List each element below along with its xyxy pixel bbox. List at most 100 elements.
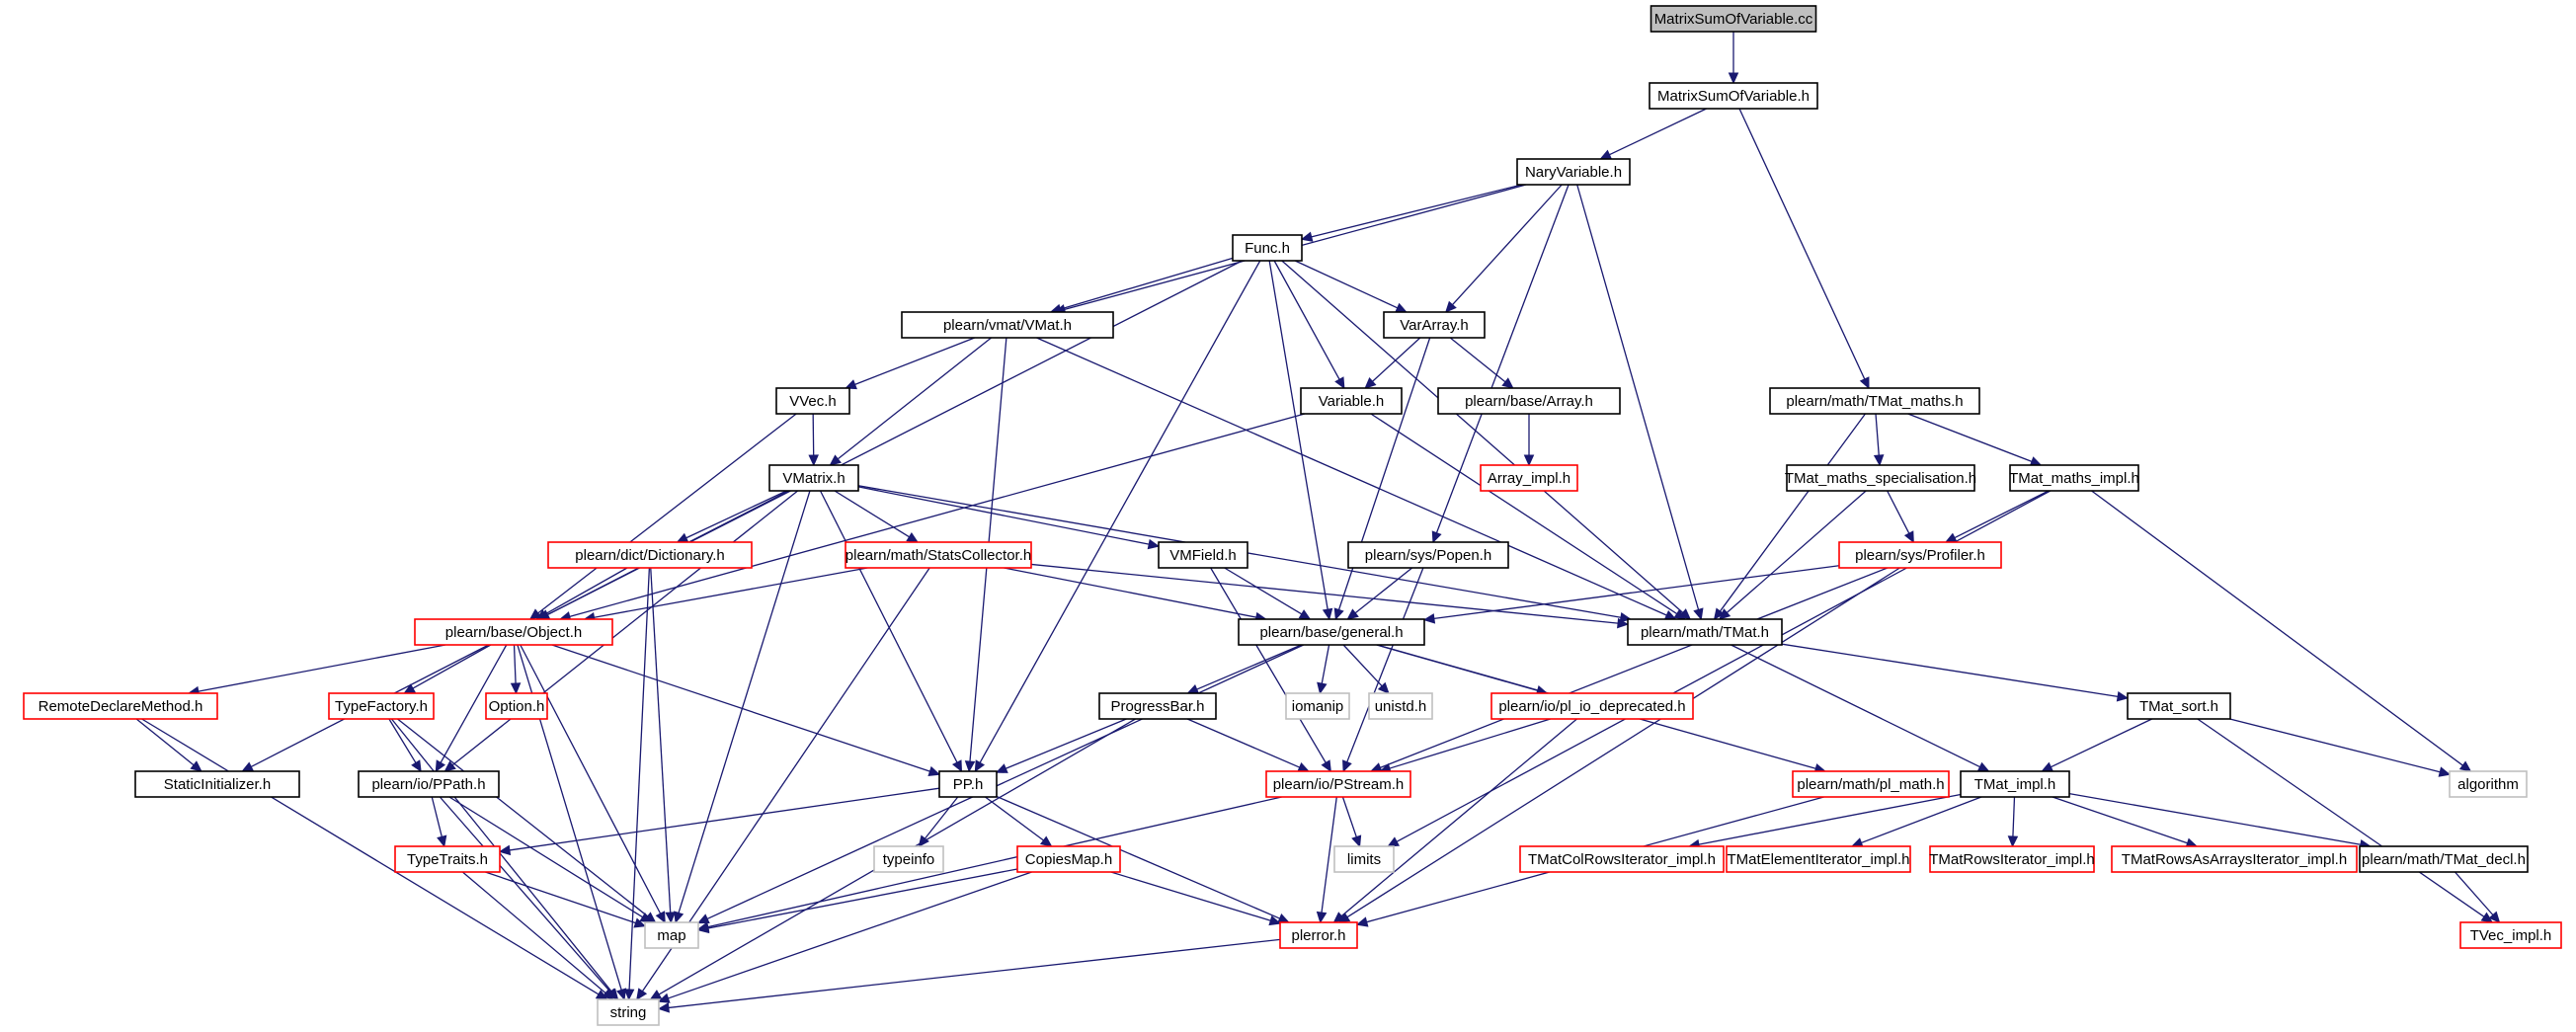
node-variable[interactable]: Variable.h [1300, 387, 1403, 415]
node-label: NaryVariable.h [1525, 164, 1622, 181]
arrowhead-icon [974, 759, 986, 773]
node-tmat_sort[interactable]: TMat_sort.h [2127, 692, 2231, 720]
node-staticinit[interactable]: StaticInitializer.h [134, 770, 300, 798]
node-option[interactable]: Option.h [485, 692, 548, 720]
arrowhead-icon [696, 913, 710, 924]
edge-line [1875, 413, 1880, 456]
node-vmatrix[interactable]: VMatrix.h [768, 464, 859, 492]
edge-tmat-to-tmat_impl [1731, 644, 1990, 772]
node-profiler[interactable]: plearn/sys/Profiler.h [1838, 541, 2002, 569]
node-pstream[interactable]: plearn/io/PStream.h [1265, 770, 1411, 798]
edge-line [837, 337, 992, 460]
edge-line [924, 796, 959, 839]
node-label: plearn/vmat/VMat.h [943, 317, 1072, 334]
edge-line [1449, 337, 1506, 383]
node-base_array[interactable]: plearn/base/Array.h [1437, 387, 1621, 415]
edge-line [854, 337, 975, 385]
edge-line [1609, 108, 1707, 156]
edge-nary-to-popen [1431, 184, 1570, 544]
edge-line [509, 787, 940, 851]
edge-tmat_maths_impl-to-profiler [1944, 490, 2050, 543]
node-tmatrows[interactable]: TMatRowsIterator_impl.h [1929, 845, 2095, 873]
edge-func-to-general [1268, 260, 1333, 621]
node-tmatcolrows[interactable]: TMatColRowsIterator_impl.h [1519, 845, 1725, 873]
node-copiesmap[interactable]: CopiesMap.h [1016, 845, 1121, 873]
node-general[interactable]: plearn/base/general.h [1238, 618, 1425, 646]
arrowhead-icon [1903, 530, 1914, 544]
node-typetraits[interactable]: TypeTraits.h [394, 845, 501, 873]
node-pl_math[interactable]: plearn/math/pl_math.h [1792, 770, 1950, 798]
node-tvec_impl[interactable]: TVec_impl.h [2459, 921, 2562, 949]
node-nary[interactable]: NaryVariable.h [1516, 158, 1631, 186]
node-vmat[interactable]: plearn/vmat/VMat.h [901, 311, 1114, 339]
node-limits[interactable]: limits [1333, 845, 1395, 873]
arrowhead-icon [1364, 376, 1377, 389]
edge-pp-to-typetraits [498, 787, 940, 856]
node-vararray[interactable]: VarArray.h [1383, 311, 1486, 339]
node-unistd[interactable]: unistd.h [1368, 692, 1433, 720]
node-box [768, 464, 859, 492]
node-tmat[interactable]: plearn/math/TMat.h [1627, 618, 1783, 646]
node-map[interactable]: map [644, 921, 699, 949]
edge-line [513, 644, 517, 684]
node-iomanip[interactable]: iomanip [1285, 692, 1350, 720]
arrowhead-icon [1346, 608, 1359, 620]
node-root[interactable]: MatrixSumOfVariable.cc [1650, 5, 1817, 33]
edge-line [2012, 796, 2016, 837]
node-ppath[interactable]: plearn/io/PPath.h [358, 770, 500, 798]
node-box [1929, 845, 2095, 873]
arrowhead-icon [1332, 912, 1345, 923]
node-box [1347, 541, 1509, 569]
node-func[interactable]: Func.h [1232, 234, 1303, 262]
node-pl_io_dep[interactable]: plearn/io/pl_io_deprecated.h [1490, 692, 1694, 720]
node-typefactory[interactable]: TypeFactory.h [328, 692, 435, 720]
edge-line [2197, 718, 2485, 917]
node-label: Variable.h [1319, 393, 1384, 410]
node-tmat_maths_spec[interactable]: TMat_maths_specialisation.h [1785, 464, 1976, 492]
edge-line [1861, 796, 1982, 844]
node-array_impl[interactable]: Array_impl.h [1480, 464, 1578, 492]
node-popen[interactable]: plearn/sys/Popen.h [1347, 541, 1509, 569]
node-dictionary[interactable]: plearn/dict/Dictionary.h [547, 541, 753, 569]
arrowhead-icon [696, 922, 710, 934]
edge-line [2051, 718, 2152, 768]
arrowhead-icon [649, 990, 663, 1000]
edge-vmatrix-to-statscollector [834, 490, 920, 543]
node-vvec[interactable]: VVec.h [775, 387, 850, 415]
node-algorithm[interactable]: algorithm [2449, 770, 2528, 798]
node-string[interactable]: string [597, 998, 660, 1026]
node-statscollector[interactable]: plearn/math/StatsCollector.h [845, 541, 1032, 569]
node-box [1650, 5, 1817, 33]
node-box [1437, 387, 1621, 415]
node-msv_h[interactable]: MatrixSumOfVariable.h [1649, 82, 1818, 110]
edge-line [1389, 718, 1551, 769]
node-tmat_maths_impl[interactable]: TMat_maths_impl.h [2009, 464, 2139, 492]
node-label: typeinfo [883, 851, 935, 868]
node-typeinfo[interactable]: typeinfo [873, 845, 944, 873]
node-tmatrowsarrays[interactable]: TMatRowsAsArraysIterator_impl.h [2111, 845, 2358, 873]
node-tmat_impl[interactable]: TMat_impl.h [1960, 770, 2070, 798]
node-tmatelement[interactable]: TMatElementIterator_impl.h [1726, 845, 1911, 873]
node-pp[interactable]: PP.h [938, 770, 998, 798]
node-remote[interactable]: RemoteDeclareMethod.h [23, 692, 218, 720]
node-box [1098, 692, 1217, 720]
edge-pp-to-copiesmap [985, 796, 1053, 847]
node-progressbar[interactable]: ProgressBar.h [1098, 692, 1217, 720]
node-tmat_decl[interactable]: plearn/math/TMat_decl.h [2359, 845, 2529, 873]
node-label: TMatRowsIterator_impl.h [1929, 851, 2095, 868]
arrowhead-icon [1316, 911, 1328, 924]
edge-line [1004, 567, 1256, 618]
arrowhead-icon [2458, 760, 2472, 772]
arrowhead-icon [1444, 300, 1457, 313]
node-box [1238, 618, 1425, 646]
edge-line [1273, 260, 1340, 380]
node-label: plearn/math/pl_math.h [1797, 776, 1944, 793]
node-vmfield[interactable]: VMField.h [1158, 541, 1248, 569]
node-plerror[interactable]: plerror.h [1279, 921, 1358, 949]
arrowhead-icon [2007, 835, 2019, 848]
node-tmat_maths[interactable]: plearn/math/TMat_maths.h [1769, 387, 1980, 415]
node-box [1516, 158, 1631, 186]
node-object[interactable]: plearn/base/Object.h [414, 618, 613, 646]
node-box [358, 770, 500, 798]
node-box [1279, 921, 1358, 949]
